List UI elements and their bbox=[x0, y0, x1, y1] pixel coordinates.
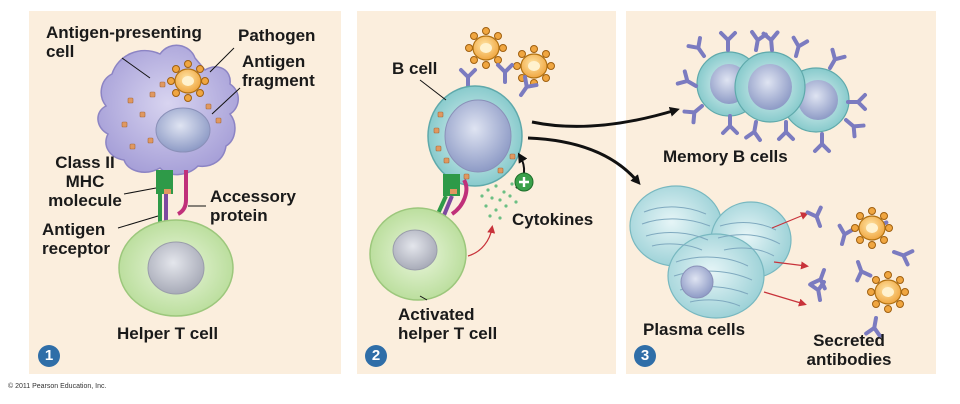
arrow-to-plasma-cells bbox=[527, 136, 641, 186]
b-cell-label: B cell bbox=[392, 59, 438, 78]
apc-label: Antigen-presenting cell bbox=[46, 23, 202, 61]
step-badge-1: 1 bbox=[38, 345, 60, 367]
pathogen-label: Pathogen bbox=[238, 26, 316, 45]
step-badge-2: 2 bbox=[365, 345, 387, 367]
pathogen-2a bbox=[464, 26, 508, 70]
helper-t-cell bbox=[118, 219, 234, 317]
cytokine-dots bbox=[480, 182, 518, 220]
plasma-cells bbox=[629, 185, 792, 319]
class-ii-mhc-label: Class II MHC molecule bbox=[48, 153, 122, 210]
accessory-protein-label: Accessory protein bbox=[210, 187, 297, 225]
memory-b-cells bbox=[696, 51, 850, 133]
label-leaders-panel-2 bbox=[419, 79, 447, 301]
plasma-cells-label: Plasma cells bbox=[643, 320, 746, 339]
cytokine-release-arrow bbox=[467, 225, 496, 257]
activated-helper-t-cell-label: Activated helper T cell bbox=[398, 305, 498, 343]
antigen-receptor-label: Antigen receptor bbox=[42, 220, 111, 258]
b-cell bbox=[427, 85, 523, 187]
pathogen-3b bbox=[866, 270, 910, 314]
stimulation-plus-icon bbox=[514, 172, 534, 192]
antigen-fragment-label: Antigen fragment bbox=[242, 52, 315, 90]
mhc-accessory-complex-1 bbox=[156, 170, 188, 222]
pathogen-3a bbox=[850, 206, 894, 250]
copyright-notice: © 2011 Pearson Education, Inc. bbox=[8, 383, 107, 390]
step-badge-3: 3 bbox=[634, 345, 656, 367]
cytokines-label: Cytokines bbox=[512, 210, 594, 229]
pathogen-1 bbox=[166, 59, 210, 103]
memory-b-cells-label: Memory B cells bbox=[663, 147, 788, 166]
activated-helper-t-cell bbox=[369, 207, 467, 301]
label-leaders-panel-1 bbox=[117, 47, 241, 229]
panel-2-background bbox=[357, 11, 616, 374]
secreted-antibodies-label: Secreted antibodies bbox=[806, 331, 892, 369]
arrow-to-memory-b-cells bbox=[531, 106, 680, 128]
secretion-arrows bbox=[763, 212, 809, 307]
helper-t-cell-label: Helper T cell bbox=[117, 324, 219, 343]
pathogen-2b bbox=[512, 44, 556, 88]
